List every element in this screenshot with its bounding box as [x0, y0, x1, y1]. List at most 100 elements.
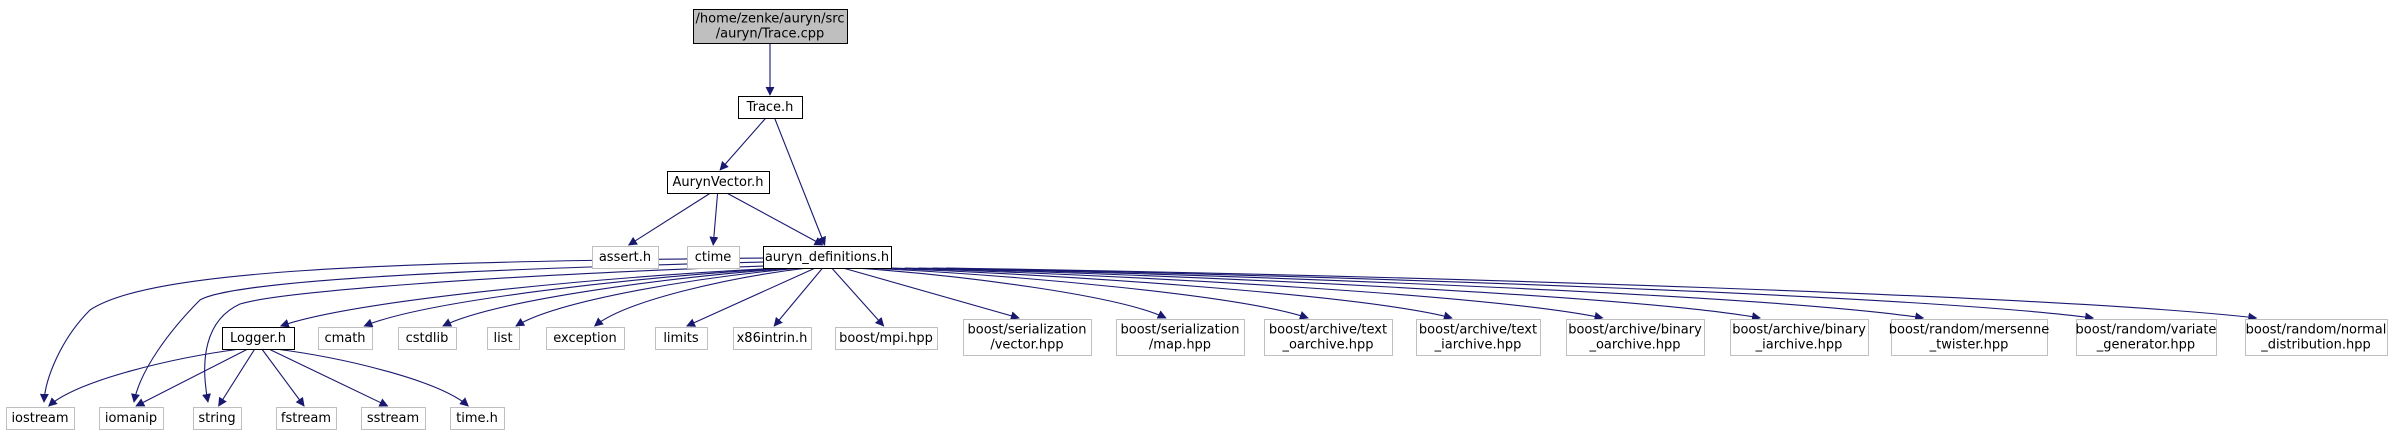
node-boost-ser-map: boost/serialization/map.hpp — [1116, 319, 1245, 356]
node-label: boost/random/normal — [2246, 323, 2387, 338]
node-label: boost/serialization — [967, 323, 1086, 338]
node-cstdlib: cstdlib — [398, 327, 457, 350]
edge-auryn-definitions-h-to-boost-mersenne — [918, 267, 1925, 322]
node-boost-mpi: boost/mpi.hpp — [835, 327, 938, 350]
node-label: boost/archive/binary — [1568, 323, 1702, 338]
edge-trace-h-to-aurynvector-h — [719, 117, 767, 171]
edge-auryn-definitions-h-to-boost-ser-map — [855, 267, 1167, 319]
node-label: auryn_definitions.h — [765, 250, 889, 265]
node-label: assert.h — [599, 250, 651, 265]
node-box — [2245, 319, 2388, 356]
edge-auryn-definitions-h-to-limits — [686, 267, 816, 327]
node-label: AurynVector.h — [672, 175, 763, 190]
edge-auryn-definitions-h-to-boost-ser-vector — [842, 267, 1020, 321]
node-boost-variate: boost/random/variate_generator.hpp — [2076, 319, 2217, 356]
node-label: Trace.h — [746, 100, 794, 115]
node-assert-h: assert.h — [592, 246, 659, 269]
node-label: _twister.hpp — [1929, 338, 2009, 353]
node-label: exception — [553, 331, 617, 346]
nodes-layer: /home/zenke/auryn/src/auryn/Trace.cppTra… — [6, 9, 2388, 430]
edge-trace-h-to-auryn-definitions-h — [774, 117, 826, 246]
node-box — [963, 319, 1092, 356]
edge-auryn-definitions-h-to-iomanip — [131, 261, 766, 403]
edge-auryn-definitions-h-to-iostream — [39, 257, 766, 403]
node-label: iostream — [11, 411, 68, 426]
node-box — [667, 171, 770, 194]
node-label: fstream — [281, 411, 331, 426]
node-boost-normal: boost/random/normal_distribution.hpp — [2245, 319, 2388, 356]
node-box — [546, 327, 625, 350]
node-label: boost/random/variate — [2076, 323, 2217, 338]
node-label: boost/mpi.hpp — [839, 331, 933, 346]
edge-logger-h-to-sstream — [268, 348, 389, 407]
node-logger-h[interactable]: Logger.h — [222, 327, 295, 350]
node-box — [733, 327, 812, 350]
node-label: _oarchive.hpp — [1281, 338, 1373, 353]
node-boost-text-iarchive: boost/archive/text_iarchive.hpp — [1416, 319, 1541, 356]
node-label: cstdlib — [406, 331, 449, 346]
node-box — [318, 327, 373, 350]
node-root[interactable]: /home/zenke/auryn/src/auryn/Trace.cpp — [693, 9, 848, 44]
node-label: /home/zenke/auryn/src — [696, 12, 845, 27]
edge-logger-h-to-iostream — [48, 348, 241, 407]
node-box — [276, 407, 337, 430]
node-label: _oarchive.hpp — [1588, 338, 1680, 353]
node-iomanip: iomanip — [99, 407, 164, 430]
node-x86intrin-h: x86intrin.h — [733, 327, 812, 350]
edge-auryn-definitions-h-to-boost-mpi — [831, 267, 885, 327]
node-limits: limits — [655, 327, 708, 350]
node-trace-h[interactable]: Trace.h — [738, 96, 803, 119]
node-box — [1891, 319, 2048, 356]
node-label: cmath — [324, 331, 365, 346]
node-aurynvector-h[interactable]: AurynVector.h — [667, 171, 770, 194]
node-box — [487, 327, 520, 350]
node-label: boost/archive/binary — [1732, 323, 1866, 338]
node-label: limits — [663, 331, 699, 346]
node-box — [1730, 319, 1869, 356]
node-boost-binary-iarchive: boost/archive/binary_iarchive.hpp — [1730, 319, 1869, 356]
edge-logger-h-to-iomanip — [135, 348, 249, 407]
node-sstream: sstream — [361, 407, 426, 430]
node-label: _iarchive.hpp — [1755, 338, 1843, 353]
node-label: boost/random/mersenne — [1889, 323, 2049, 338]
node-iostream: iostream — [6, 407, 75, 430]
edge-auryn-definitions-h-to-boost-binary-iarchive — [904, 267, 1762, 322]
node-box — [687, 246, 740, 269]
edge-auryn-definitions-h-to-boost-variate — [932, 267, 2095, 322]
node-label: _iarchive.hpp — [1434, 338, 1522, 353]
edge-auryn-definitions-h-to-logger-h — [279, 267, 782, 328]
node-box — [6, 407, 75, 430]
edges-layer — [39, 43, 2258, 407]
node-box — [450, 407, 505, 430]
node-label: list — [493, 331, 512, 346]
node-boost-text-oarchive: boost/archive/text_oarchive.hpp — [1264, 319, 1393, 356]
node-label: _generator.hpp — [2096, 338, 2195, 353]
node-label: _distribution.hpp — [2260, 338, 2370, 353]
node-label: boost/archive/text — [1269, 323, 1387, 338]
edge-auryn-definitions-h-to-boost-text-oarchive — [867, 267, 1309, 320]
edge-auryn-definitions-h-to-boost-normal — [946, 267, 2258, 322]
node-box — [193, 407, 242, 430]
node-fstream: fstream — [276, 407, 337, 430]
node-label: /vector.hpp — [990, 338, 1063, 353]
edge-auryn-definitions-h-to-x86intrin-h — [773, 267, 824, 327]
node-box — [592, 246, 659, 269]
node-box — [738, 96, 803, 119]
node-box — [763, 246, 892, 269]
edge-aurynvector-h-to-auryn-definitions-h — [726, 192, 824, 246]
node-box — [2076, 319, 2217, 356]
node-label: /map.hpp — [1149, 338, 1211, 353]
edge-logger-h-to-string — [218, 348, 256, 407]
node-boost-ser-vector: boost/serialization/vector.hpp — [963, 319, 1092, 356]
node-auryn-definitions-h[interactable]: auryn_definitions.h — [763, 246, 892, 269]
node-label: boost/archive/text — [1419, 323, 1537, 338]
node-box — [1566, 319, 1705, 356]
node-time-h: time.h — [450, 407, 505, 430]
edge-auryn-definitions-h-to-boost-binary-oarchive — [891, 267, 1604, 321]
edge-auryn-definitions-h-to-list — [515, 267, 802, 327]
node-label: boost/serialization — [1120, 323, 1239, 338]
edge-auryn-definitions-h-to-string — [202, 265, 766, 403]
node-boost-mersenne: boost/random/mersenne_twister.hpp — [1889, 319, 2049, 356]
node-box — [655, 327, 708, 350]
